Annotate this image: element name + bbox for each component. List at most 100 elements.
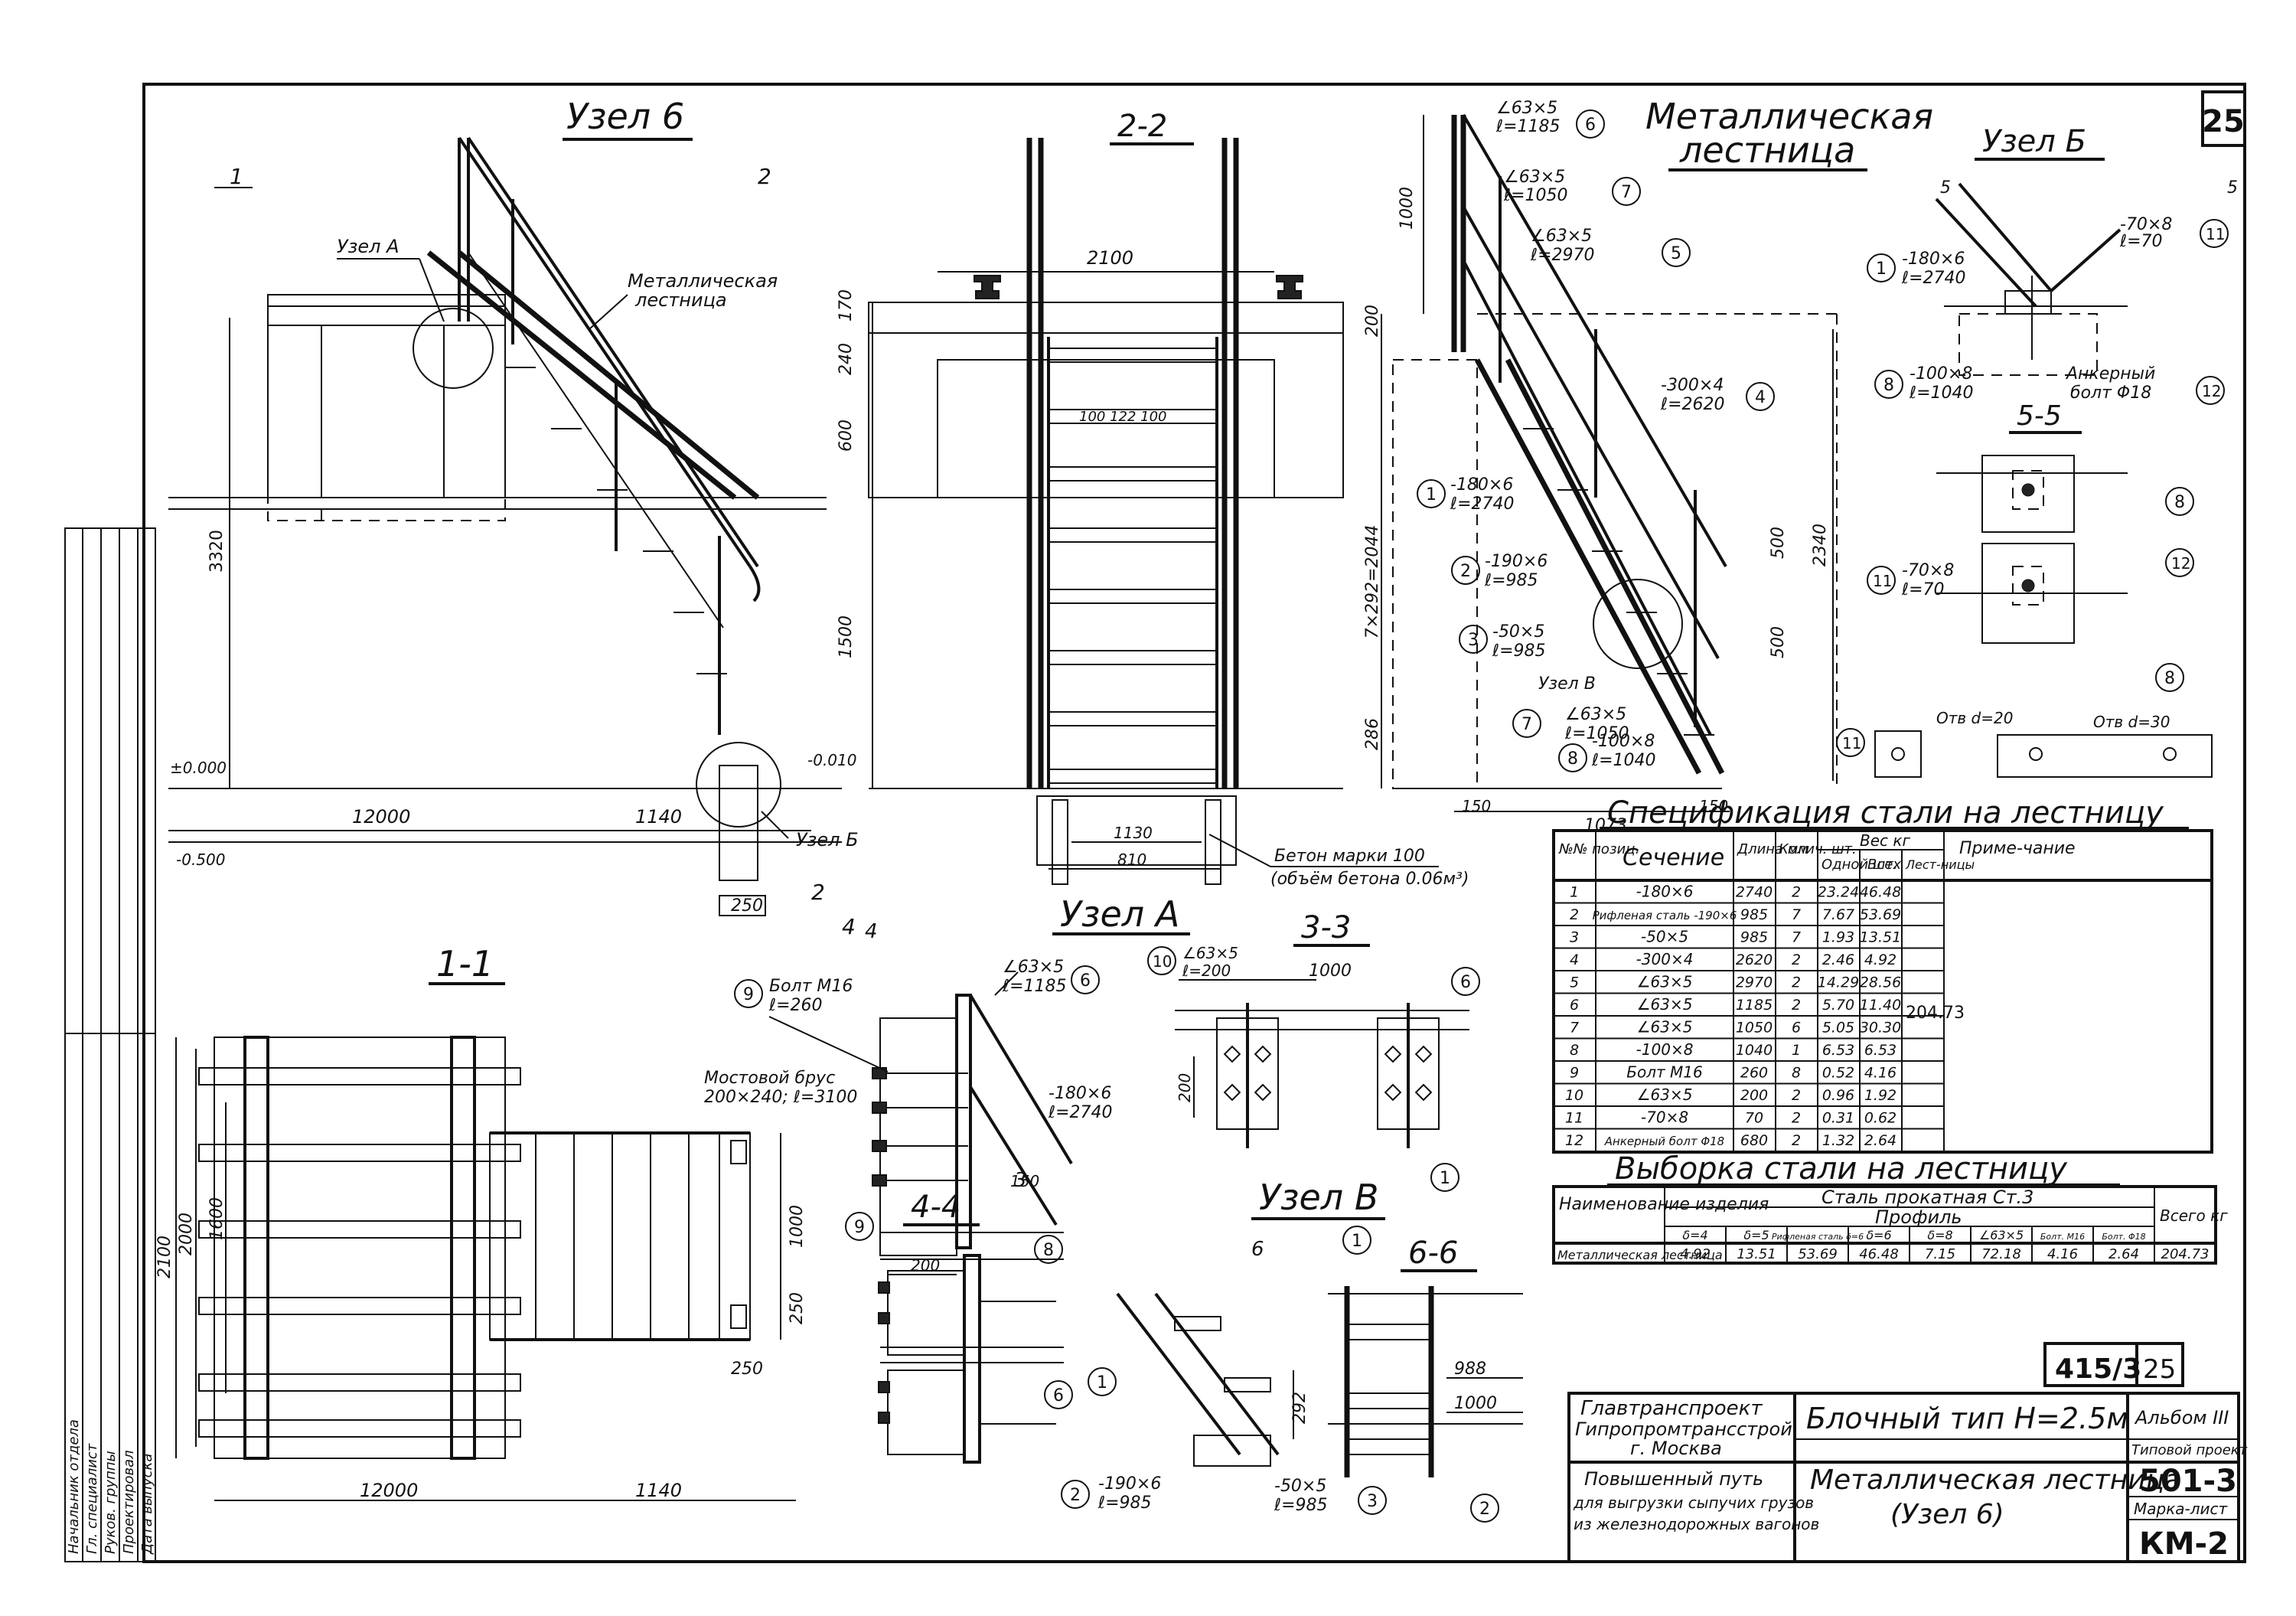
vyborka-col-header: Болт. Φ18 (2102, 1232, 2145, 1242)
section-mark-4: 4 (842, 914, 856, 939)
spec-cell: 0.52 (1822, 1065, 1854, 1082)
title-uzel-a: Узел А (1060, 893, 1179, 935)
tb-drawing-2: (Узел 6) (1890, 1499, 2004, 1530)
uzel-b-c8-profile: -100×8 (1910, 364, 1972, 384)
vyborka-value: 7.15 (1925, 1246, 1955, 1262)
callout-1-length: ℓ=2740 (1450, 495, 1515, 514)
spec-cell: 6.53 (1822, 1042, 1854, 1059)
vyborka-col-header: δ=8 (1927, 1228, 1952, 1242)
uzel-v-dim-292: 292 (1290, 1392, 1309, 1424)
tread-stack (1048, 348, 1218, 784)
label-ankerny: Анкерный (2065, 364, 2155, 384)
spec-cell: 2 (1792, 1132, 1801, 1149)
section-5-5-callout-12: 12 (2171, 554, 2190, 573)
spec-cell: 7 (1792, 929, 1801, 946)
uzel-a-c6-profile: ∠63×5 (1003, 958, 1064, 977)
callout-7-length: ℓ=1050 (1503, 186, 1568, 205)
spec-cell: 9 (1570, 1065, 1579, 1082)
spec-cell: ∠63×5 (1637, 973, 1693, 991)
title-uzel-v: Узел В (1259, 1177, 1378, 1218)
spec-cell: 1185 (1736, 997, 1773, 1014)
dim-1600: 1600 (207, 1197, 227, 1240)
vyborka-row-name: Металлическая лестница (1557, 1248, 1723, 1262)
spec-cell: 10 (1565, 1087, 1583, 1104)
tb-album: Альбом III (2134, 1407, 2229, 1428)
spec-cell: 260 (1740, 1065, 1768, 1082)
view-uzel-6: Узел 6 (168, 96, 859, 939)
dim-1130: 1130 (1114, 824, 1153, 842)
section-6-6-callout-1: 1 (1352, 1232, 1362, 1251)
label-otv-20: Отв d=20 (1936, 709, 2013, 727)
spec-cell: Болт М16 (1626, 1063, 1702, 1082)
callout-5-length: ℓ=2970 (1530, 246, 1595, 265)
dim-1140-a: 1140 (635, 806, 682, 828)
title-uzel-b: Узел Б (1982, 124, 2086, 159)
dim-250-a: 250 (731, 896, 763, 916)
label-mostovoy-dim: 200×240; ℓ=3100 (704, 1088, 857, 1107)
view-section-6-6: 6-6 1 2 988 1000 (1328, 1226, 1523, 1523)
callout-5-number: 5 (1671, 244, 1681, 263)
spec-cell: 1 (1792, 1042, 1801, 1059)
section-3-3-dim-200: 200 (1176, 1073, 1194, 1102)
spec-cell: 12 (1565, 1132, 1583, 1149)
tb-note-2: для выгрузки сыпучих грузов (1573, 1494, 1814, 1512)
vyborka-value: 53.69 (1798, 1246, 1838, 1262)
dim-1000-a: 1000 (1397, 187, 1417, 230)
dim-12000-b: 12000 (360, 1480, 418, 1501)
callout-1-profile: -180×6 (1450, 475, 1513, 495)
view-section-2-2: 2-2 2100 240 170 (837, 109, 1469, 889)
vyborka-col-header: ∠63×5 (1979, 1228, 2024, 1242)
spec-cell: 7.67 (1822, 906, 1854, 923)
section-4-4-bolts (878, 1281, 890, 1424)
plan-beams (198, 1067, 521, 1438)
section-5-5-callout-11: 11 (1873, 572, 1892, 590)
section-4-4-mark-3: 3 (1014, 1169, 1027, 1192)
view-uzel-b: Узел Б 1 -180×6 ℓ=2740 -70×8 ℓ=70 11 8 -… (1867, 124, 2238, 405)
spec-cell: 4 (1570, 952, 1579, 968)
label-metal-ladder-1: Металлическая (628, 270, 778, 292)
uzel-b-callout-1: 1 (1876, 260, 1887, 279)
callout-4-length: ℓ=2620 (1660, 395, 1725, 414)
callouts-ladder: ∠63×5 ℓ=1185 6 ∠63×5 ℓ=1050 7 ∠63×5 ℓ=29… (1417, 99, 1775, 772)
detail-callout-8: 8 (2164, 669, 2175, 688)
spec-h-section: Сечение (1623, 844, 1724, 871)
uzel-b-callout-11: 11 (2206, 225, 2225, 243)
dim-1000-b: 1000 (788, 1205, 807, 1248)
spec-table: Спецификация стали на лестницу №№ позиц.… (1552, 795, 2213, 1154)
view-uzel-a: Узел А 9 Болт М16 ℓ=260 Мостовой брус 20… (704, 893, 1190, 1275)
callout-7-number: 7 (1621, 183, 1632, 202)
title-section-3-3: 3-3 (1301, 910, 1351, 945)
section-3-3-dim-1000: 1000 (1309, 961, 1352, 981)
tb-org-3: г. Москва (1630, 1438, 1722, 1459)
uzel-a-dim-150: 150 (1010, 1172, 1039, 1190)
spec-h-qty: Колич. шт. (1779, 841, 1857, 857)
spec-cell: 13.51 (1860, 929, 1901, 946)
spec-h-weight: Вес кг (1860, 831, 1910, 850)
uzel-a-callout-6: 6 (1080, 971, 1091, 991)
spec-cell: 2740 (1736, 884, 1773, 901)
spec-cell: 23.24 (1818, 884, 1859, 901)
dim-100-122-100: 100 122 100 (1079, 409, 1167, 425)
view-uzel-v: Узел В 292 1 2 -190×6 ℓ=985 -50×5 ℓ=985 … (1061, 1177, 1387, 1515)
spec-cell: 5.05 (1822, 1020, 1854, 1037)
spec-cell: 7 (1792, 906, 1801, 923)
spec-cell: 2 (1792, 1110, 1801, 1127)
album-sheet: 25 (2143, 1354, 2176, 1385)
uzel-b-c1-length: ℓ=2740 (1901, 269, 1966, 288)
uzel-v-c3-profile: -50×5 (1274, 1477, 1326, 1496)
stamp-row-4: Проектировал (121, 1450, 137, 1554)
label-metal-ladder-2: лестница (634, 289, 727, 311)
section-4-4-callout-8: 8 (1043, 1241, 1054, 1260)
spec-cell: 2 (1792, 1087, 1801, 1104)
vyborka-col-header: δ=5 (1743, 1228, 1769, 1242)
spec-h-note: Приме-чание (1959, 839, 2076, 858)
callout-8-number: 8 (1567, 749, 1578, 769)
tb-org-1: Главтранспроект (1580, 1397, 1763, 1420)
spec-cell: 7 (1570, 1020, 1579, 1037)
vyborka-col-header: Болт. М16 (2040, 1232, 2085, 1242)
uzel-a-bolt-label: Болт М16 (769, 977, 853, 996)
view-metal-ladder: Металлическая лестница 1000 7×292=2044 (1363, 96, 1933, 835)
dim-240: 240 (837, 343, 856, 375)
